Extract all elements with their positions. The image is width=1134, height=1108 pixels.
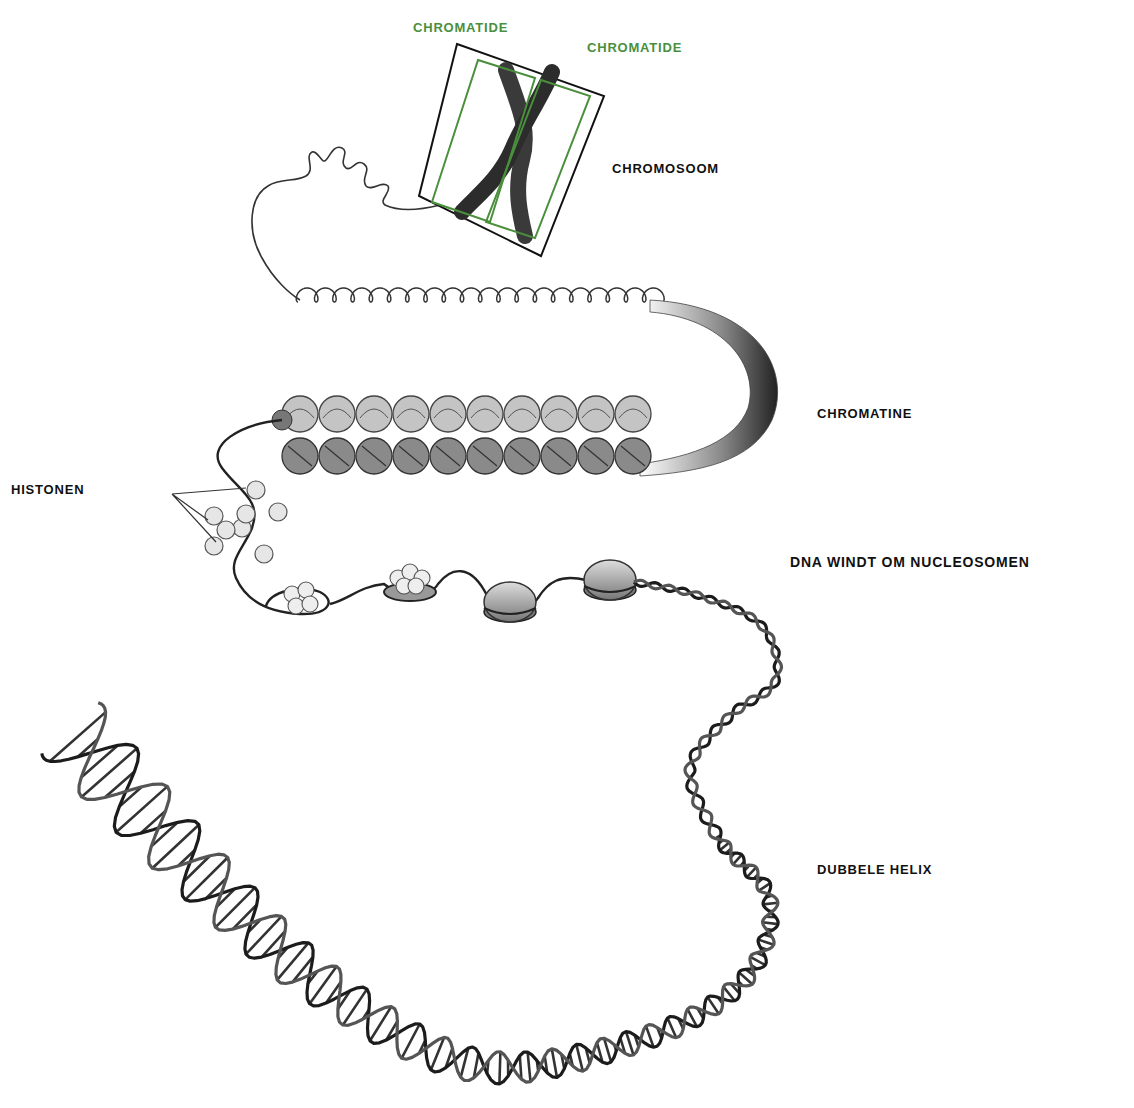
dna-wrap: [621, 446, 645, 466]
histone: [255, 545, 273, 563]
chromatid-body: [462, 72, 552, 212]
nucleosome: [319, 396, 355, 432]
dna-wrap: [399, 446, 423, 466]
nucleosome: [584, 560, 636, 600]
nucleosome: [282, 438, 318, 474]
dna-wrap: [508, 409, 536, 418]
nucleosome: [467, 438, 503, 474]
dna-wrap: [397, 409, 425, 418]
nucleosome: [430, 438, 466, 474]
part-label: CHROMOSOOM: [612, 161, 719, 177]
nucleosome: [615, 396, 651, 432]
histone: [302, 596, 318, 612]
chromatid-frame: [486, 80, 590, 238]
nucleosome: [319, 438, 355, 474]
helix-strand: [42, 582, 780, 1084]
part-label: CHROMATIDE: [413, 20, 508, 36]
histone: [247, 481, 265, 499]
nucleosome: [578, 438, 614, 474]
part-label: DNA WINDT OM NUCLEOSOMEN: [790, 554, 1030, 571]
dna-wrap: [323, 409, 351, 418]
histone: [269, 503, 287, 521]
nucleosome: [541, 396, 577, 432]
histone: [288, 598, 304, 614]
dna-wrap: [545, 409, 573, 418]
dna-wrap: [582, 409, 610, 418]
nucleosome: [393, 396, 429, 432]
dna-wrap: [362, 446, 386, 466]
part-label: CHROMATIDE: [587, 40, 682, 56]
chromosome-frame: [419, 44, 604, 256]
dna-wrap: [510, 446, 534, 466]
fibre-swoosh: [640, 300, 778, 476]
nucleosome: [393, 438, 429, 474]
dna-wrap: [484, 608, 536, 614]
dna-wrap: [471, 409, 499, 418]
histone: [298, 582, 314, 598]
nucleosome: [504, 396, 540, 432]
dna-wrap: [619, 409, 647, 418]
nucleosome: [615, 438, 651, 474]
chromatin-fibre: [272, 396, 651, 474]
nucleosome: [430, 396, 466, 432]
fibre-coil: [296, 288, 664, 302]
chromatid-frame: [432, 60, 535, 222]
histone: [237, 505, 255, 523]
nucleosome: [467, 396, 503, 432]
part-label: CHROMATINE: [817, 406, 912, 422]
dna-wrap: [436, 446, 460, 466]
part-label: HISTONEN: [11, 482, 84, 498]
chromatin-fibre: [252, 147, 440, 300]
dna-strand: [218, 420, 634, 614]
base-pair: [50, 712, 778, 1084]
nucleosome: [356, 396, 392, 432]
dna-wrap: [584, 586, 636, 592]
dna-wrap: [288, 446, 312, 466]
dna-wrap: [325, 446, 349, 466]
histone: [217, 521, 235, 539]
dna-wrap: [584, 446, 608, 466]
nucleosome: [484, 582, 536, 622]
nucleosome: [578, 396, 614, 432]
dna-wrap: [473, 446, 497, 466]
dna-wrap: [547, 446, 571, 466]
nucleosome: [356, 438, 392, 474]
nucleosome: [504, 438, 540, 474]
dna-wrap: [360, 409, 388, 418]
dna-wrap: [434, 409, 462, 418]
histone: [408, 578, 424, 594]
leader-line: [172, 488, 246, 542]
helix-strand: [79, 580, 782, 1082]
nucleosome: [541, 438, 577, 474]
part-label: DUBBELE HELIX: [817, 862, 932, 878]
